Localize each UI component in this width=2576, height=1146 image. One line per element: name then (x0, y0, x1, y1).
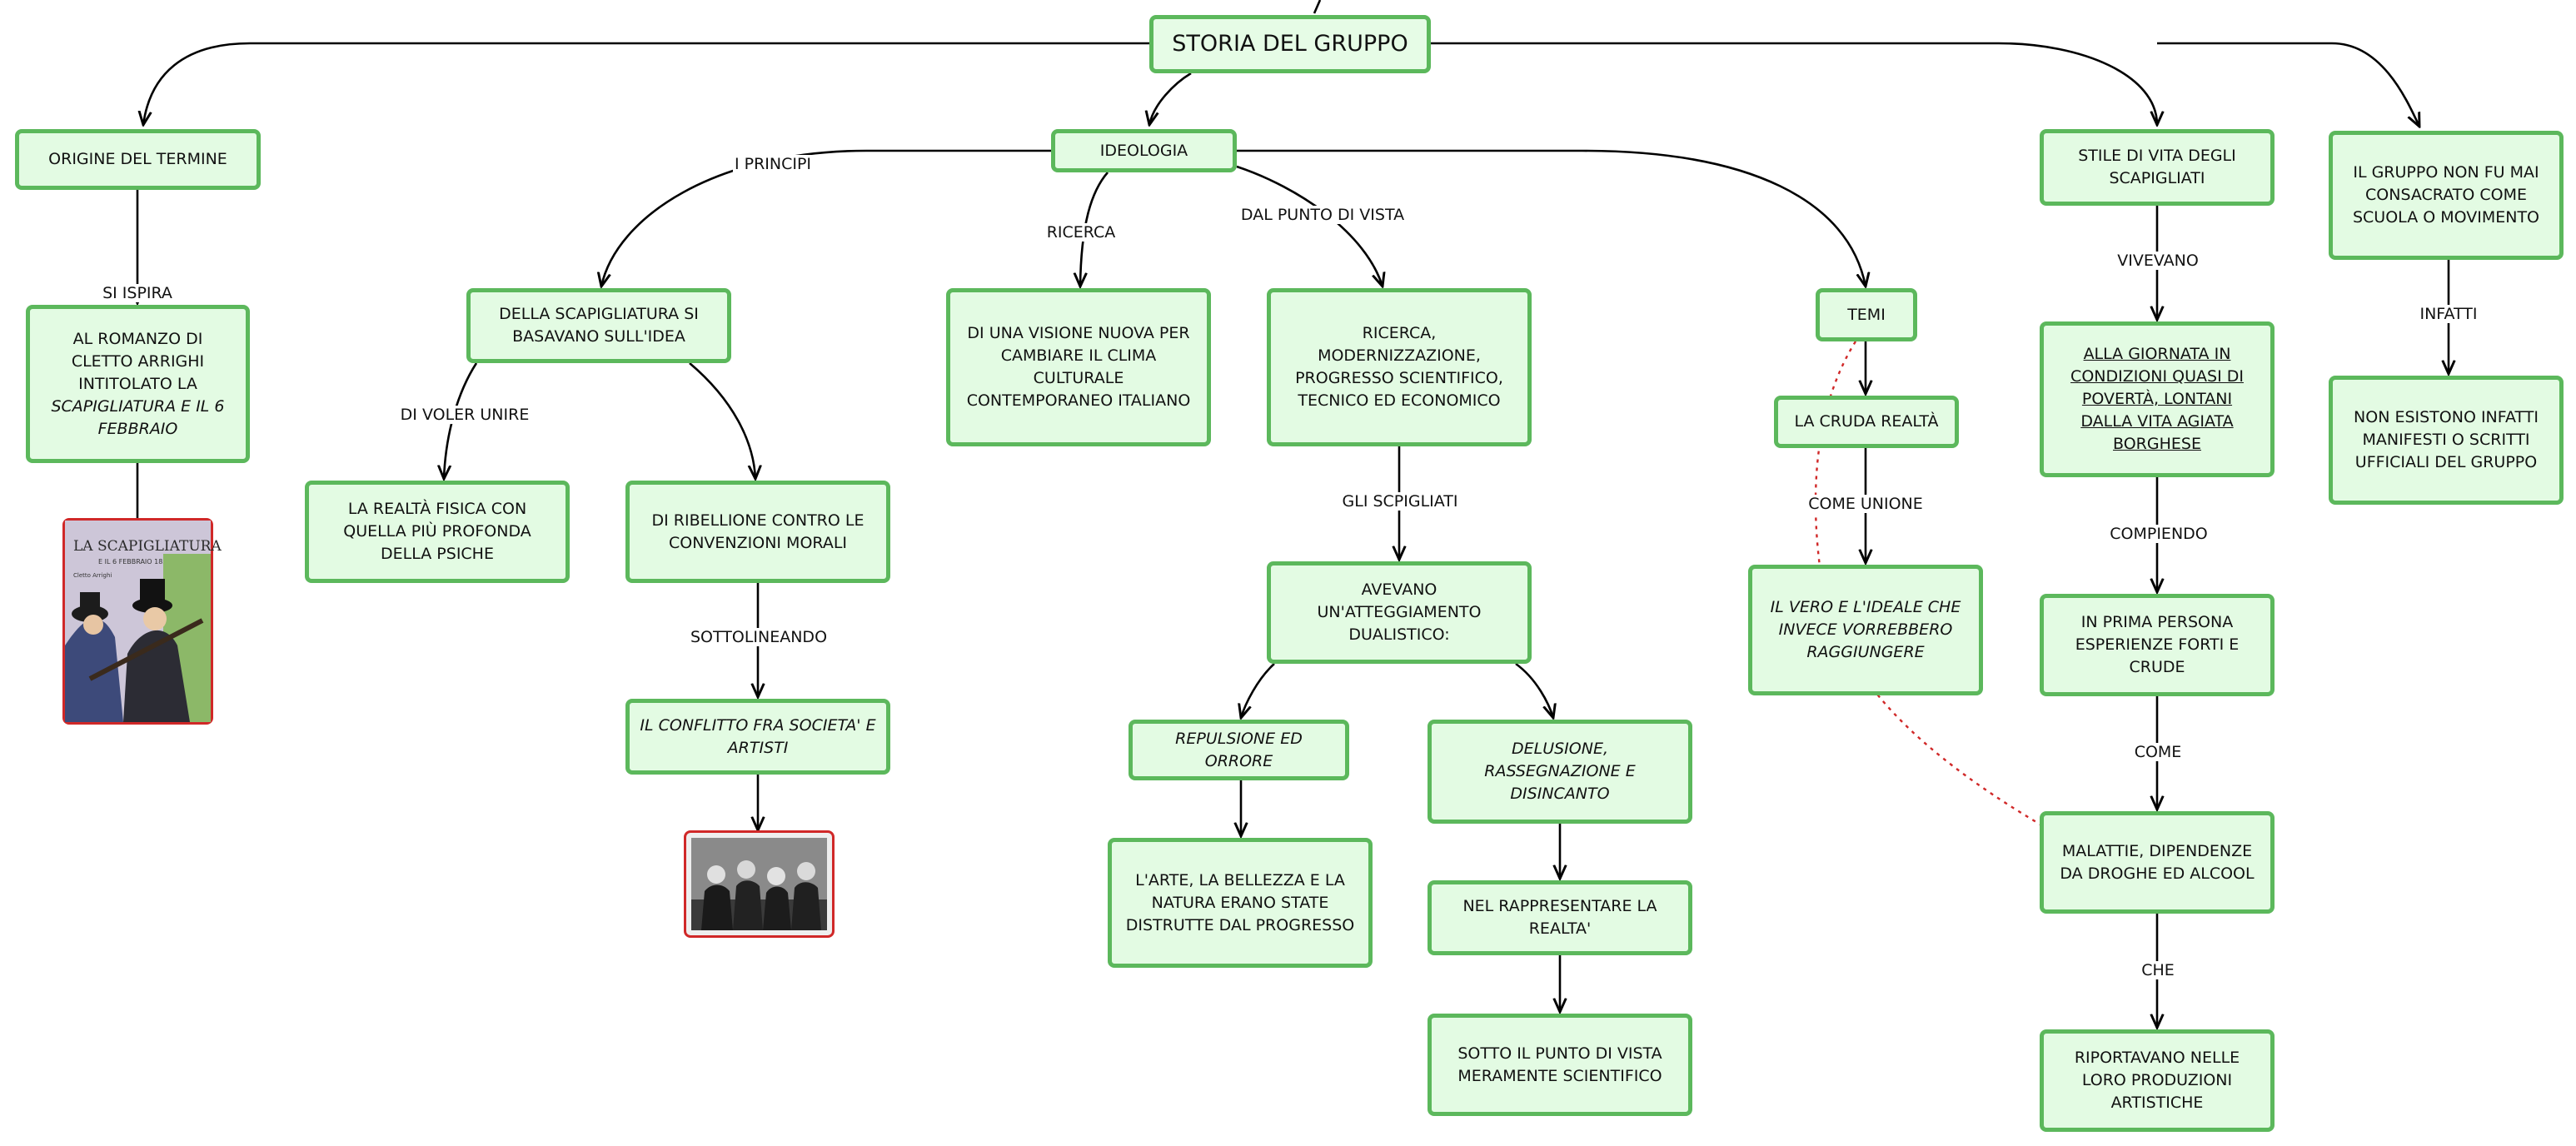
edge-root-origine (143, 42, 1149, 125)
link-label-ricerca: RICERCA (1044, 223, 1118, 242)
link-label-vivevano: VIVEVANO (2115, 252, 2200, 270)
link-label-i-principi: I PRINCIPI (732, 155, 814, 173)
link-label-gli-scpigliati: GLI SCPIGLIATI (1340, 492, 1460, 511)
link-label-si-ispira: SI ISPIRA (101, 284, 174, 302)
node-delusione[interactable]: DELUSIONE, RASSEGNAZIONE E DISINCANTO (1428, 720, 1692, 824)
book-cover-author: Cletto Arrighi (73, 572, 112, 579)
node-rappresentare-realta[interactable]: NEL RAPPRESENTARE LA REALTA' (1428, 880, 1692, 955)
node-realta-fisica[interactable]: LA REALTÀ FISICA CON QUELLA PIÙ PROFONDA… (305, 481, 570, 583)
link-label-sottolineando: SOTTOLINEANDO (688, 628, 830, 646)
link-label-compiendo: COMPIENDO (2108, 525, 2210, 543)
node-conflitto[interactable]: IL CONFLITTO FRA SOCIETA' E ARTISTI (625, 699, 890, 775)
group-photo-image[interactable] (684, 830, 835, 938)
edge-ideologia-ricerca (1236, 165, 1383, 286)
book-cover-illustration: LA SCAPIGLIATURA E IL 6 FEBBRAIO 1853 Cl… (65, 521, 222, 722)
node-ideologia[interactable]: IDEOLOGIA (1051, 129, 1237, 172)
node-punto-di-vista-scientifico[interactable]: SOTTO IL PUNTO DI VISTA MERAMENTE SCIENT… (1428, 1014, 1692, 1116)
link-label-come-unione: COME UNIONE (1806, 495, 1925, 513)
link-label-che: CHE (2140, 961, 2176, 979)
edge-root-top (1313, 0, 1322, 14)
edge-dualistico-delusione (1515, 662, 1553, 718)
edge-ideologia-temi (1237, 149, 1866, 286)
book-cover-title: LA SCAPIGLIATURA (73, 538, 222, 555)
node-visione-nuova[interactable]: DI UNA VISIONE NUOVA PER CAMBIARE IL CLI… (946, 288, 1211, 446)
book-cover-image[interactable]: LA SCAPIGLIATURA E IL 6 FEBBRAIO 1853 Cl… (62, 518, 222, 725)
node-arte-bellezza[interactable]: L'ARTE, LA BELLEZZA E LA NATURA ERANO ST… (1108, 838, 1373, 968)
edge-ideologia-visione (1080, 172, 1109, 286)
edge-ideologia-basavano (601, 149, 1051, 286)
romanzo-title-italic: SCAPIGLIATURA E IL 6 FEBBRAIO (51, 396, 225, 438)
node-vero-ideale[interactable]: IL VERO E L'IDEALE CHE INVECE VORREBBERO… (1748, 565, 1983, 695)
node-stile-di-vita[interactable]: STILE DI VITA DEGLI SCAPIGLIATI (2040, 129, 2275, 206)
node-ricerca-modernizzazione[interactable]: RICERCA, MODERNIZZAZIONE, PROGRESSO SCIE… (1267, 288, 1532, 446)
node-temi[interactable]: TEMI (1816, 288, 1917, 341)
edge-basavano-ribellione (689, 362, 755, 479)
node-riportavano[interactable]: RIPORTAVANO NELLE LORO PRODUZIONI ARTIST… (2040, 1029, 2275, 1132)
node-alla-giornata[interactable]: ALLA GIORNATA IN CONDIZIONI QUASI DI POV… (2040, 321, 2275, 477)
book-cover-subtitle: E IL 6 FEBBRAIO 1853 (98, 558, 172, 566)
link-label-come: COME (2132, 743, 2184, 761)
edge-root-stile (1431, 42, 2157, 125)
edge-root-mai (2157, 42, 2419, 127)
link-label-dal-punto-di-vista: DAL PUNTO DI VISTA (1238, 206, 1407, 224)
node-origine-del-termine[interactable]: ORIGINE DEL TERMINE (15, 129, 261, 190)
node-basavano-idea[interactable]: DELLA SCAPIGLIATURA SI BASAVANO SULL'IDE… (466, 288, 731, 363)
node-manifesti[interactable]: NON ESISTONO INFATTI MANIFESTI O SCRITTI… (2329, 376, 2564, 505)
node-dualistico[interactable]: AVEVANO UN'ATTEGGIAMENTO DUALISTICO: (1267, 561, 1532, 664)
link-label-infatti: INFATTI (2418, 305, 2479, 323)
node-cruda-realta[interactable]: LA CRUDA REALTÀ (1774, 396, 1959, 448)
link-label-di-voler-unire: DI VOLER UNIRE (398, 406, 531, 424)
node-malattie[interactable]: MALATTIE, DIPENDENZE DA DROGHE ED ALCOOL (2040, 811, 2275, 914)
node-storia-del-gruppo[interactable]: STORIA DEL GRUPPO (1149, 15, 1431, 73)
node-romanzo-arrighi[interactable]: AL ROMANZO DI CLETTO ARRIGHI INTITOLATO … (26, 305, 250, 463)
edge-root-ideologia (1149, 72, 1192, 125)
group-photo-illustration (691, 838, 827, 930)
node-mai-consacrato[interactable]: IL GRUPPO NON FU MAI CONSACRATO COME SCU… (2329, 131, 2564, 260)
node-repulsione[interactable]: REPULSIONE ED ORRORE (1129, 720, 1349, 780)
node-ribellione[interactable]: DI RIBELLIONE CONTRO LE CONVENZIONI MORA… (625, 481, 890, 583)
node-prima-persona[interactable]: IN PRIMA PERSONA ESPERIENZE FORTI E CRUD… (2040, 594, 2275, 696)
romanzo-text: AL ROMANZO DI CLETTO ARRIGHI INTITOLATO … (71, 329, 205, 393)
edge-dualistico-repulsione (1241, 663, 1275, 718)
